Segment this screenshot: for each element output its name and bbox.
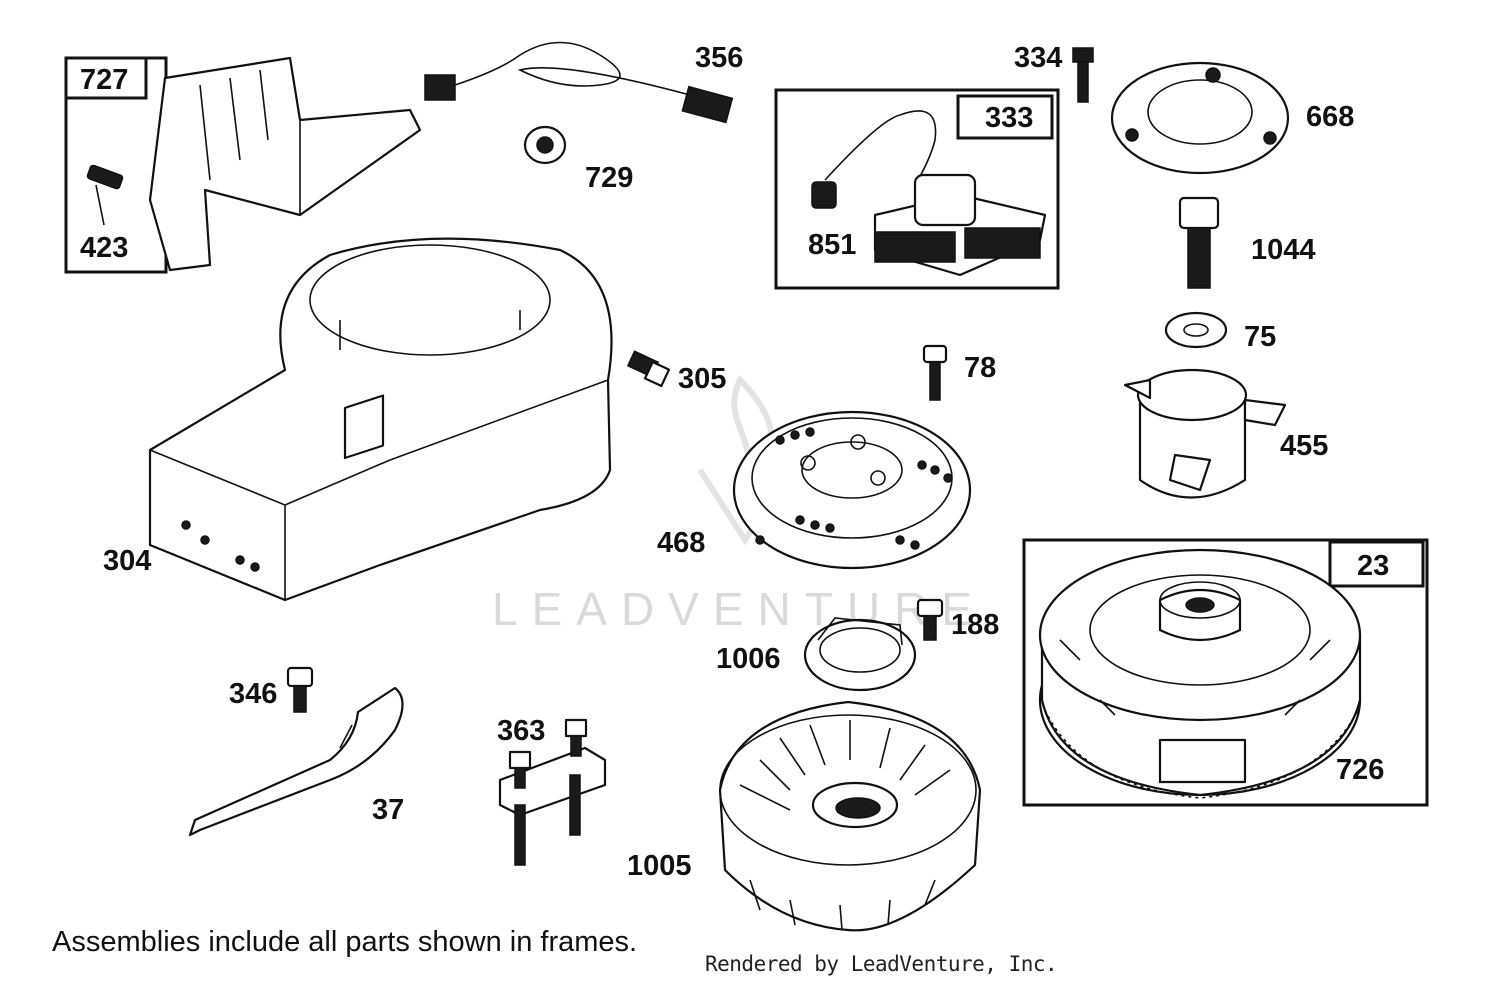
part-851-spark-plug-terminal[interactable]: [811, 181, 837, 209]
label-356: 356: [695, 42, 743, 74]
part-333-armature[interactable]: [824, 110, 1047, 277]
footer-credit: Rendered by LeadVenture, Inc.: [705, 952, 1058, 976]
part-423-screw[interactable]: [86, 164, 124, 226]
label-668: 668: [1306, 101, 1354, 133]
label-75: 75: [1244, 321, 1276, 353]
part-455-cup[interactable]: [1123, 368, 1287, 499]
part-356-wire-harness[interactable]: [424, 41, 734, 124]
label-304: 304: [103, 545, 151, 577]
part-334-screw[interactable]: [1072, 47, 1094, 103]
frame-23: 23: [1022, 538, 1429, 807]
label-729: 729: [585, 162, 633, 194]
part-668-plate[interactable]: [1110, 61, 1290, 175]
frame-333: 333: [774, 88, 1060, 290]
part-363-bracket[interactable]: [498, 718, 607, 866]
label-363: 363: [497, 715, 545, 747]
part-188-screw[interactable]: [916, 598, 944, 641]
label-305: 305: [678, 363, 726, 395]
part-23-flywheel[interactable]: [1038, 548, 1362, 799]
label-468: 468: [657, 527, 705, 559]
label-78: 78: [964, 352, 996, 384]
label-851: 851: [808, 229, 856, 261]
part-305-screw[interactable]: [626, 350, 671, 388]
part-729-grommet[interactable]: [523, 125, 567, 165]
part-1006-retainer[interactable]: [803, 617, 917, 692]
frame-727: 727: [64, 56, 168, 274]
label-37: 37: [372, 794, 404, 826]
frame-727-label: 727: [80, 64, 128, 96]
label-1005: 1005: [627, 850, 692, 882]
frame-23-label: 23: [1357, 550, 1389, 582]
footer-note: Assemblies include all parts shown in fr…: [52, 926, 638, 958]
watermark-text: LEADVENTURE: [492, 583, 986, 635]
label-1044: 1044: [1251, 234, 1316, 266]
part-727-air-guide[interactable]: [148, 56, 422, 272]
part-78-screw[interactable]: [922, 344, 948, 401]
frame-333-label: 333: [985, 102, 1033, 134]
part-304-blower-housing[interactable]: [148, 237, 613, 602]
label-423: 423: [80, 232, 128, 264]
label-1006: 1006: [716, 643, 781, 675]
label-346: 346: [229, 678, 277, 710]
part-37-air-guide[interactable]: [188, 686, 404, 837]
part-75-washer[interactable]: [1164, 311, 1228, 349]
part-468-rotating-screen[interactable]: [732, 410, 972, 570]
label-188: 188: [951, 609, 999, 641]
label-455: 455: [1280, 430, 1328, 462]
label-334: 334: [1014, 42, 1062, 74]
part-1044-flywheel-nut[interactable]: [1178, 196, 1220, 289]
part-346-screw[interactable]: [286, 666, 314, 713]
label-726: 726: [1336, 754, 1384, 786]
part-1005-fan[interactable]: [718, 700, 982, 932]
